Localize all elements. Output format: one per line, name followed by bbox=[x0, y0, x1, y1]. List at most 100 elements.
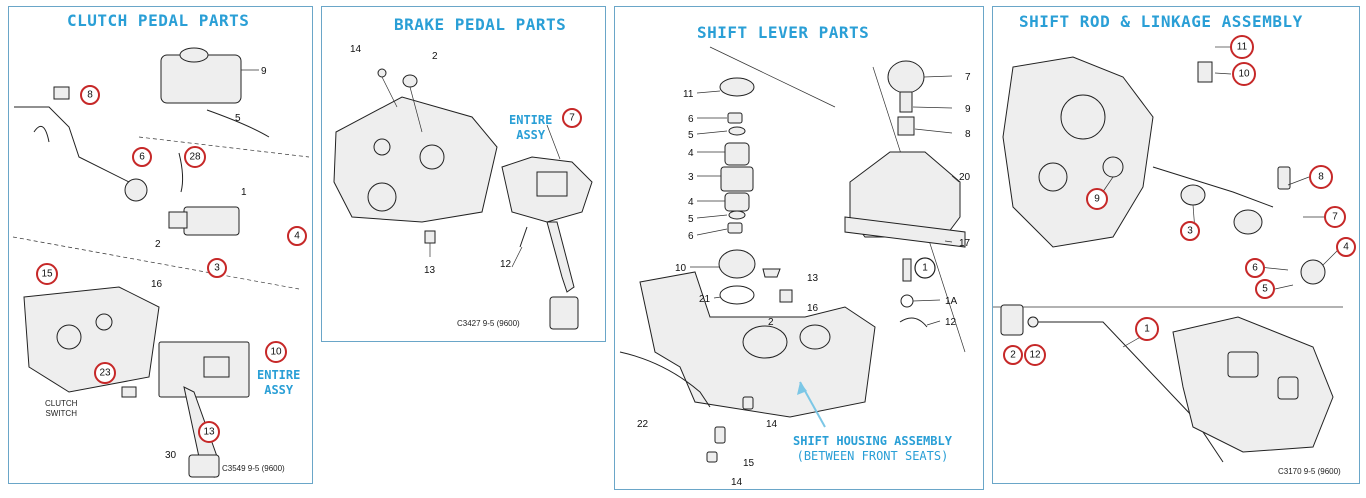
callout-5-text: 5 bbox=[1262, 284, 1268, 295]
label-7: 7 bbox=[965, 72, 971, 83]
switch-label-line-2: SWITCH bbox=[45, 409, 77, 418]
callout-8-text: 8 bbox=[87, 90, 93, 101]
callout-3 bbox=[1180, 221, 1200, 241]
note-line-1: SHIFT HOUSING ASSEMBLY bbox=[793, 434, 952, 448]
label-8: 8 bbox=[965, 129, 971, 140]
brake-diagram: 14 2 13 12 7 bbox=[333, 44, 593, 330]
callout-1 bbox=[914, 257, 936, 279]
callout-8-text: 8 bbox=[1318, 172, 1324, 183]
callout-7-text: 7 bbox=[569, 113, 575, 124]
label-17: 17 bbox=[959, 238, 971, 249]
shift-rod-panel-title: SHIFT ROD & LINKAGE ASSEMBLY bbox=[1019, 12, 1303, 31]
note-line-1: ENTIRE bbox=[509, 113, 553, 127]
clutch-switch-label: CLUTCH SWITCH bbox=[45, 399, 77, 419]
callout-9 bbox=[1086, 188, 1108, 210]
label-13: 13 bbox=[807, 273, 819, 284]
callout-10 bbox=[1232, 62, 1256, 86]
note-line-2: ASSY bbox=[516, 128, 546, 142]
callout-7-text: 7 bbox=[1332, 212, 1338, 223]
brake-figure-code: C3427 9-5 (9600) bbox=[457, 319, 520, 328]
switch-label-line-1: CLUTCH bbox=[45, 399, 78, 408]
callout-1 bbox=[1135, 317, 1159, 341]
label-6b: 6 bbox=[688, 231, 694, 242]
label-14: 14 bbox=[766, 419, 778, 430]
label-12: 12 bbox=[500, 259, 512, 270]
callout-11 bbox=[1230, 35, 1254, 59]
label-11: 11 bbox=[683, 89, 694, 100]
callout-11-text: 11 bbox=[1237, 42, 1248, 53]
label-30: 30 bbox=[165, 450, 177, 461]
clutch-entire-assy-note: ENTIRE ASSY bbox=[257, 368, 300, 398]
callout-23-text: 23 bbox=[99, 368, 111, 379]
shift-lever-diagram: 11 6 5 4 3 4 5 6 10 21 2 13 16 22 14 15 … bbox=[619, 46, 971, 488]
callout-3-text: 3 bbox=[1187, 226, 1193, 237]
label-5b: 5 bbox=[688, 214, 694, 225]
callout-23 bbox=[94, 362, 116, 384]
callout-9-text: 9 bbox=[1094, 194, 1100, 205]
callout-4 bbox=[1336, 237, 1356, 257]
callout-2-text: 2 bbox=[1010, 350, 1016, 361]
callout-13-text: 13 bbox=[203, 427, 215, 438]
callout-12 bbox=[1024, 344, 1046, 366]
callout-3 bbox=[207, 258, 227, 278]
shift-housing-drawing bbox=[619, 271, 876, 463]
label-16: 16 bbox=[807, 303, 819, 314]
label-3: 3 bbox=[688, 172, 694, 183]
callout-10-text: 10 bbox=[1238, 69, 1250, 80]
callout-28 bbox=[184, 146, 206, 168]
label-4: 4 bbox=[688, 148, 694, 159]
callout-15-text: 15 bbox=[41, 269, 53, 280]
label-10: 10 bbox=[675, 263, 687, 274]
clutch-pedal-panel: CLUTCH PEDAL PARTS bbox=[8, 6, 313, 484]
label-14b: 14 bbox=[731, 477, 743, 488]
brake-bracket-drawing bbox=[333, 68, 593, 330]
shift-rod-panel: SHIFT ROD & LINKAGE ASSEMBLY bbox=[992, 6, 1360, 484]
master-cylinder-drawing bbox=[124, 178, 240, 236]
callout-4-text: 4 bbox=[294, 231, 300, 242]
label-14: 14 bbox=[350, 44, 362, 55]
label-2: 2 bbox=[768, 317, 774, 328]
label-12: 12 bbox=[945, 317, 957, 328]
bushing-stack-drawing bbox=[718, 77, 793, 305]
callout-5 bbox=[1255, 279, 1275, 299]
callout-7 bbox=[562, 108, 582, 128]
shift-rod-figure-code: C3170 9-5 (9600) bbox=[1278, 467, 1341, 476]
label-21: 21 bbox=[699, 294, 711, 305]
callout-3-text: 3 bbox=[214, 263, 220, 274]
shift-boot-drawing bbox=[844, 60, 966, 328]
reservoir-drawing bbox=[160, 47, 259, 104]
clutch-panel-title: CLUTCH PEDAL PARTS bbox=[67, 11, 250, 30]
label-22: 22 bbox=[637, 419, 649, 430]
callout-7 bbox=[1324, 206, 1346, 228]
shift-rod-drawing bbox=[1000, 304, 1334, 463]
clutch-diagram: 9 5 1 2 16 30 8 6 28 4 3 15 10 23 13 bbox=[12, 47, 310, 479]
callout-4-text: 4 bbox=[1343, 242, 1349, 253]
label-9: 9 bbox=[261, 66, 267, 77]
callout-10-text: 10 bbox=[270, 347, 282, 358]
label-5: 5 bbox=[688, 130, 694, 141]
callout-6-text: 6 bbox=[139, 152, 145, 163]
clutch-bracket-drawing bbox=[23, 286, 250, 479]
callout-28-text: 28 bbox=[189, 152, 201, 163]
callout-1-text: 1 bbox=[922, 263, 928, 274]
callout-8 bbox=[1309, 165, 1333, 189]
label-9: 9 bbox=[965, 104, 971, 115]
note-line-2: (BETWEEN FRONT SEATS) bbox=[796, 449, 949, 463]
callout-2 bbox=[1003, 345, 1023, 365]
shift-lever-panel: SHIFT LEVER PARTS bbox=[614, 6, 984, 490]
callout-4 bbox=[287, 226, 307, 246]
label-13: 13 bbox=[424, 265, 436, 276]
label-6: 6 bbox=[688, 114, 694, 125]
callout-1-text: 1 bbox=[1144, 324, 1150, 335]
label-1a: 1A bbox=[945, 296, 958, 307]
label-16: 16 bbox=[151, 279, 163, 290]
brake-pedal-panel: BRAKE PEDAL PARTS 14 2 13 12 7 ENTIRE A bbox=[321, 6, 606, 342]
callout-6-text: 6 bbox=[1252, 263, 1258, 274]
shift-housing-note: SHIFT HOUSING ASSEMBLY (BETWEEN FRONT SE… bbox=[793, 434, 952, 464]
shift-rod-diagram: 11 10 9 3 8 7 4 6 5 1 2 12 bbox=[993, 35, 1356, 463]
callout-10 bbox=[265, 341, 287, 363]
brake-entire-assy-note: ENTIRE ASSY bbox=[509, 113, 552, 143]
shift-lever-panel-title: SHIFT LEVER PARTS bbox=[697, 23, 870, 42]
label-1: 1 bbox=[241, 187, 247, 198]
brake-panel-title: BRAKE PEDAL PARTS bbox=[394, 15, 567, 34]
